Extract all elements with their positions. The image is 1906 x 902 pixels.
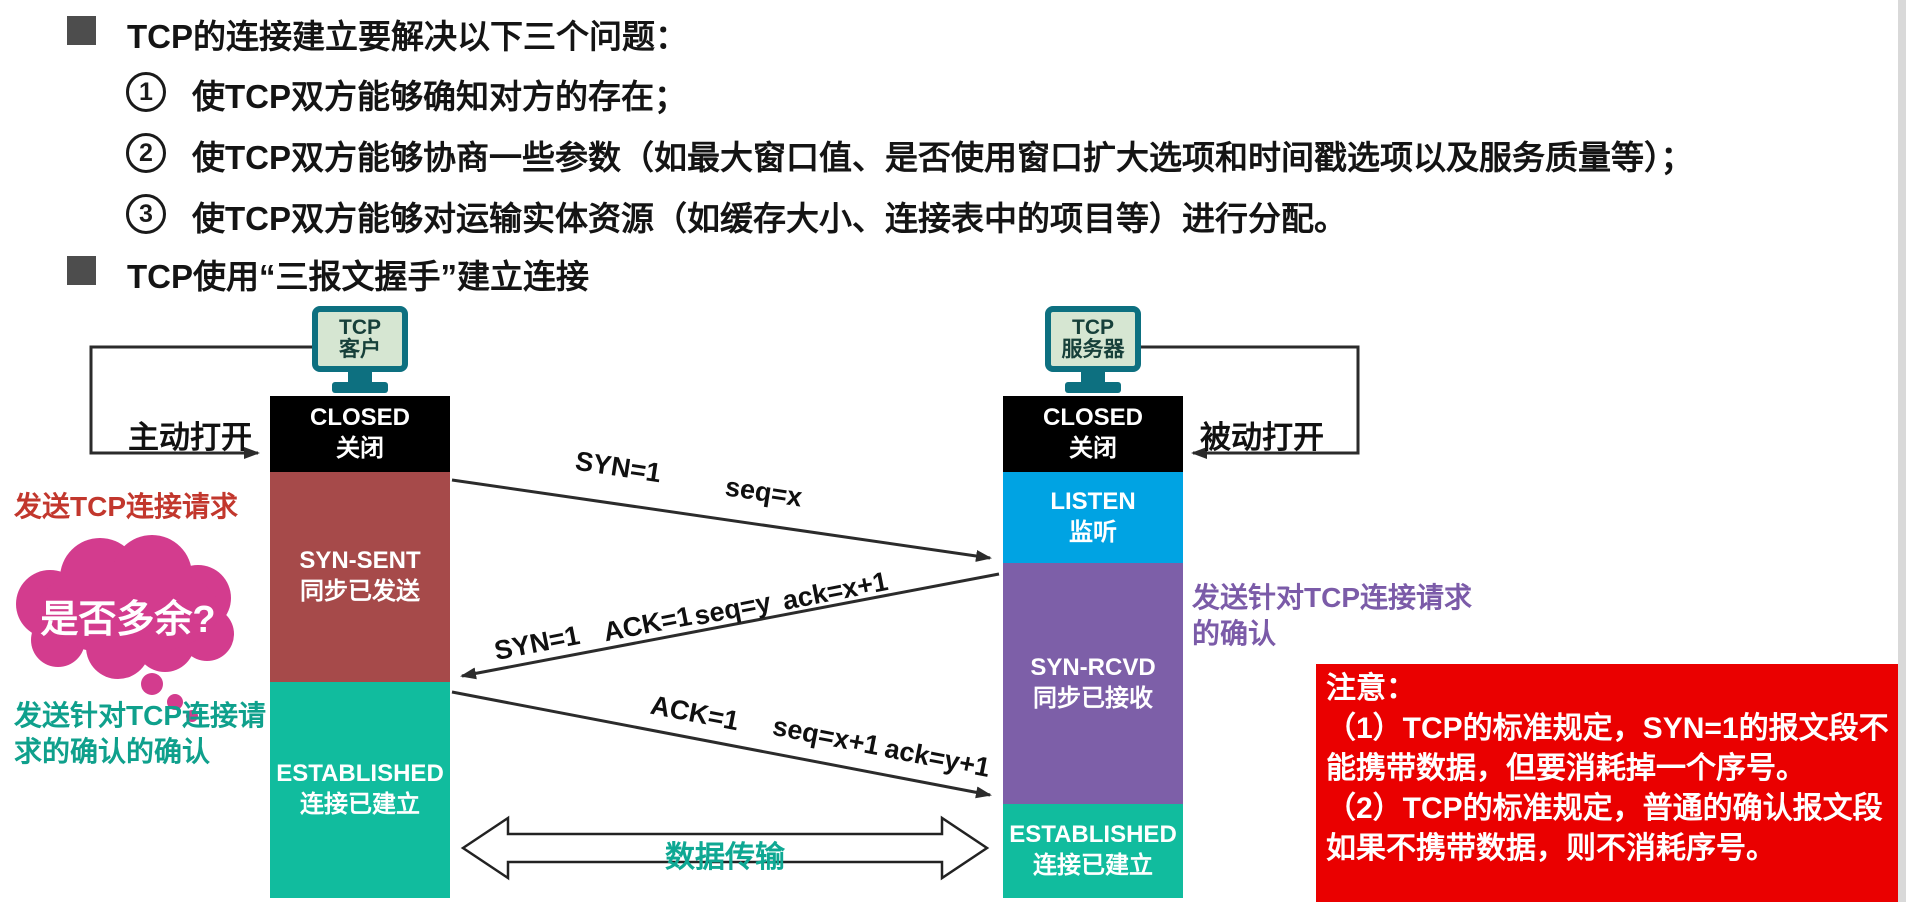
item-text-1: 使TCP双方能够确知对方的存在；: [192, 78, 687, 115]
state-name: CLOSED: [1042, 404, 1143, 432]
right-edge-strip: [1898, 0, 1906, 902]
bullet-square-icon-2: [67, 256, 96, 285]
syn-flag-label: SYN=1: [573, 445, 664, 489]
data-transfer-label: 数据传输: [665, 841, 785, 874]
server-state-syn-rcvd: SYN-RCVD 同步已接收: [1003, 563, 1183, 804]
syn-segment-arrow: [451, 478, 992, 562]
server-state-established: ESTABLISHED 连接已建立: [1003, 804, 1183, 898]
bullet-square-icon: [67, 16, 96, 45]
redundant-question-label: 是否多余?: [40, 599, 216, 641]
state-name: ESTABLISHED: [1009, 821, 1177, 849]
ack-flag-label: ACK=1: [648, 689, 742, 737]
synack-ack-label: ack=x+1: [780, 566, 891, 616]
client-device-label-2: 客户: [339, 338, 381, 361]
notice-point-2: （2）TCP的标准规定，普通的确认报文段如果不携带数据，则不消耗序号。: [1326, 791, 1883, 865]
heading-handshake: TCP使用“三报文握手”建立连接: [127, 258, 589, 295]
server-computer-icon: TCP 服务器: [1045, 306, 1141, 372]
client-state-closed: CLOSED 关闭: [270, 396, 450, 472]
syn-seq-label: seq=x: [723, 471, 805, 513]
client-device-label-1: TCP: [339, 315, 381, 339]
state-name: CLOSED: [309, 404, 410, 432]
client-monitor-base: [332, 382, 388, 393]
active-open-label: 主动打开: [128, 420, 252, 455]
state-name-cn: 连接已建立: [1033, 852, 1153, 879]
thought-bubble-tail-dot: [141, 673, 163, 695]
ack-of-ack-note-line2: 求的确认的确认: [14, 736, 211, 768]
item-text-2: 使TCP双方能够协商一些参数（如最大窗口值、是否使用窗口扩大选项和时间戳选项以及…: [192, 139, 1694, 176]
server-state-closed: CLOSED 关闭: [1003, 396, 1183, 472]
state-name: SYN-SENT: [299, 547, 421, 575]
item-number-3-icon: 3: [126, 194, 166, 234]
synack-syn-label: SYN=1: [491, 620, 583, 666]
state-name-cn: 监听: [1069, 518, 1117, 546]
state-name: SYN-RCVD: [1030, 653, 1156, 681]
state-name-cn: 关闭: [336, 435, 384, 462]
server-ack-note: 发送针对TCP连接请求 的确认: [1192, 580, 1472, 653]
state-name-cn: 同步已接收: [1033, 684, 1153, 712]
ack-seq-label: seq=x+1: [770, 710, 883, 762]
server-device-label-1: TCP: [1072, 315, 1114, 339]
send-request-note: 发送TCP连接请求: [14, 491, 239, 522]
heading-problems: TCP的连接建立要解决以下三个问题：: [127, 18, 688, 55]
client-computer-icon: TCP 客户: [312, 306, 408, 372]
server-state-listen: LISTEN 监听: [1003, 472, 1183, 563]
server-ack-note-line2: 的确认: [1192, 618, 1277, 650]
state-name: ESTABLISHED: [276, 760, 444, 788]
synack-ack-flag-label: ACK=1: [600, 600, 695, 648]
client-state-established: ESTABLISHED 连接已建立: [270, 682, 450, 898]
notice-box: 注意： （1）TCP的标准规定，SYN=1的报文段不能携带数据，但要消耗掉一个序…: [1316, 664, 1900, 902]
server-device-label-2: 服务器: [1061, 338, 1125, 361]
state-name-cn: 关闭: [1069, 435, 1117, 462]
ack-ack-label: ack=y+1: [882, 733, 993, 783]
ack-of-ack-note: 发送针对TCP连接请 求的确认的确认: [14, 698, 266, 771]
item-text-3: 使TCP双方能够对运输实体资源（如缓存大小、连接表中的项目等）进行分配。: [192, 200, 1347, 237]
item-number-2-icon: 2: [126, 133, 166, 173]
state-name-cn: 连接已建立: [300, 791, 420, 818]
server-ack-note-line1: 发送针对TCP连接请求: [1192, 582, 1473, 613]
synack-seq-label: seq=y: [691, 586, 774, 632]
ack-of-ack-note-line1: 发送针对TCP连接请: [14, 700, 267, 731]
state-name: LISTEN: [1050, 487, 1136, 515]
client-state-syn-sent: SYN-SENT 同步已发送: [270, 472, 450, 682]
server-monitor-base: [1065, 382, 1121, 393]
state-name-cn: 同步已发送: [300, 578, 420, 605]
server-monitor-stand: [1081, 372, 1105, 382]
notice-point-1: （1）TCP的标准规定，SYN=1的报文段不能携带数据，但要消耗掉一个序号。: [1326, 711, 1889, 785]
passive-open-label: 被动打开: [1200, 420, 1324, 455]
item-number-1-icon: 1: [126, 72, 166, 112]
client-monitor-stand: [348, 372, 372, 382]
notice-title: 注意：: [1326, 672, 1416, 705]
